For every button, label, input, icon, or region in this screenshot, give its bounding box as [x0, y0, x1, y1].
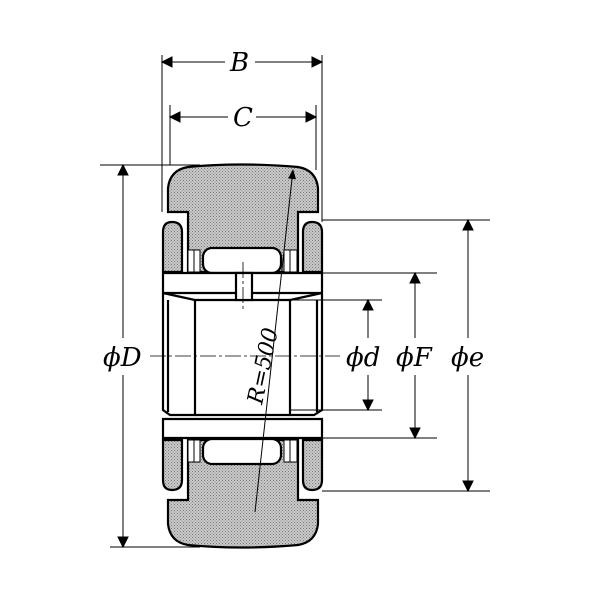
label-radius: R=500: [243, 326, 284, 407]
label-b: B: [229, 48, 249, 78]
dimension-e: [322, 218, 490, 493]
outer-ring-top: [166, 163, 320, 274]
dimension-f: [322, 271, 437, 440]
label-c: C: [233, 103, 253, 133]
label-e-diameter: ϕe: [451, 343, 484, 373]
roller-top: [201, 246, 283, 275]
dimension-b: [160, 55, 324, 222]
side-plates: [161, 220, 324, 492]
label-outer-diameter: ϕD: [103, 343, 142, 373]
dimension-d-bore: [290, 298, 382, 412]
label-f-diameter: ϕF: [396, 343, 433, 373]
dimension-c: [168, 105, 318, 170]
label-bore-diameter: ϕd: [346, 343, 380, 373]
roller-bottom: [201, 437, 283, 466]
outer-ring-bottom: [166, 438, 320, 549]
radius-arrow: [254, 169, 296, 513]
dimension-d-outer: [100, 163, 200, 549]
inner-ring: [161, 271, 324, 440]
